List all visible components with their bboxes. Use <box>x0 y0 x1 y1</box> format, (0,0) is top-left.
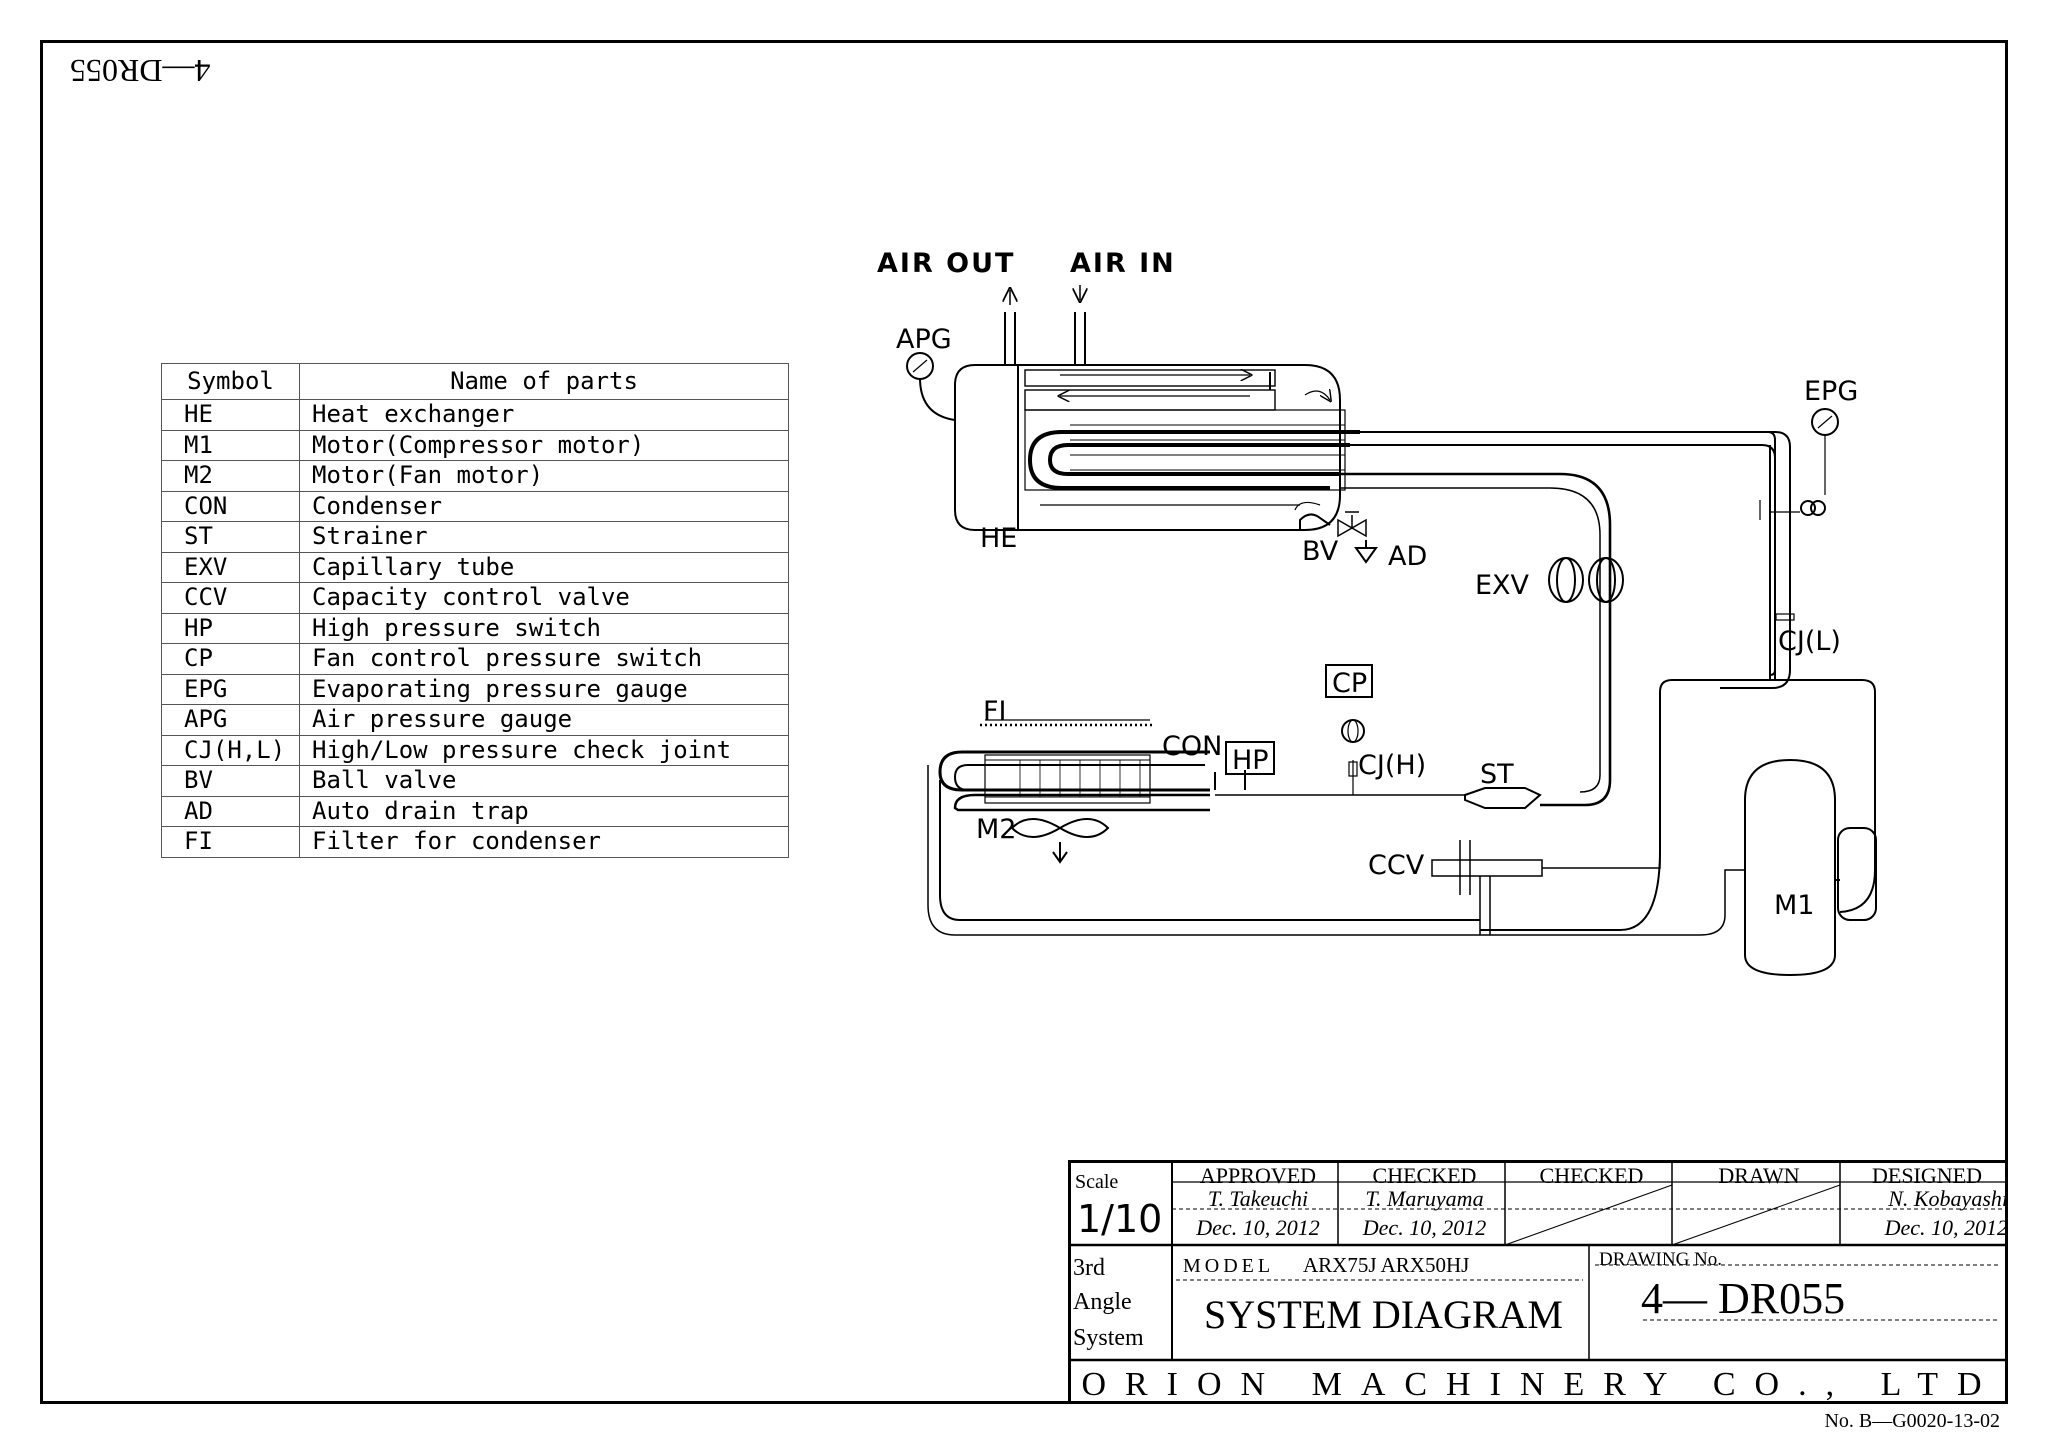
label-apg: APG <box>896 324 952 355</box>
checked1-date: Dec. 10, 2012 <box>1362 1215 1487 1240</box>
cp-switch-icon <box>1341 719 1365 743</box>
part-name: Capacity control valve <box>299 582 789 614</box>
parts-table-header: Symbol Name of parts <box>161 363 789 400</box>
label-air-out: AIR OUT <box>877 248 1015 279</box>
label-m1: M1 <box>1774 890 1814 921</box>
part-name: Fan control pressure switch <box>299 643 789 675</box>
document-number: No. B—G0020-13-02 <box>1824 1410 2000 1432</box>
part-symbol: M1 <box>161 429 300 461</box>
fan-m2-icon <box>1010 818 1110 864</box>
label-cj-l: CJ(L) <box>1778 626 1841 657</box>
drawing-no-label: DRAWING No. <box>1599 1249 1723 1270</box>
part-symbol: CCV <box>161 582 300 614</box>
drawn-label: DRAWN <box>1718 1163 1800 1188</box>
air-pipes <box>919 285 1085 421</box>
label-con: CON <box>1162 731 1222 762</box>
strainer <box>1464 787 1542 809</box>
label-fi: FI <box>983 696 1007 727</box>
header-symbol: Symbol <box>161 363 300 400</box>
scale-value: 1/10 <box>1077 1197 1163 1241</box>
company-name: ORION MACHINERY CO., LTD <box>1081 1366 2001 1403</box>
drawing-frame <box>40 40 2008 1404</box>
projection-line2: Angle <box>1073 1289 1132 1315</box>
part-name: Heat exchanger <box>299 399 789 431</box>
part-symbol: BV <box>161 765 300 797</box>
parts-table-row: CJ(H,L)High/Low pressure check joint <box>161 734 789 766</box>
apg-gauge-icon <box>906 352 934 380</box>
designed-label: DESIGNED <box>1872 1163 1982 1188</box>
label-hp: HP <box>1232 745 1269 776</box>
ball-valve-and-drain <box>1299 511 1378 564</box>
label-he: HE <box>980 523 1017 554</box>
part-name: Filter for condenser <box>299 826 789 858</box>
designed-date: Dec. 10, 2012 <box>1884 1215 2008 1240</box>
model-label: MODEL <box>1183 1255 1275 1277</box>
label-exv: EXV <box>1475 570 1530 601</box>
label-ccv: CCV <box>1368 850 1425 881</box>
part-symbol: AD <box>161 795 300 827</box>
checked1-name: T. Maruyama <box>1365 1186 1484 1211</box>
model-value: ARX75J ARX50HJ <box>1303 1253 1470 1277</box>
scale-label: Scale <box>1075 1171 1119 1193</box>
part-name: Evaporating pressure gauge <box>299 673 789 705</box>
projection-line1: 3rd <box>1073 1255 1105 1281</box>
designed-name: N. Kobayashi <box>1888 1186 2008 1211</box>
condenser <box>938 719 1210 812</box>
checked1-label: CHECKED <box>1372 1163 1477 1188</box>
label-st: ST <box>1480 759 1514 790</box>
label-ad: AD <box>1388 541 1427 572</box>
checked2-label: CHECKED <box>1539 1163 1644 1188</box>
title-block-grid <box>1068 1160 2008 1362</box>
part-name: Ball valve <box>299 765 789 797</box>
header-name: Name of parts <box>299 363 789 400</box>
drawing-number: 4— DR055 <box>1641 1274 1846 1323</box>
part-symbol: ST <box>161 521 300 553</box>
approved-date: Dec. 10, 2012 <box>1196 1215 1320 1240</box>
label-cj-h: CJ(H) <box>1358 750 1426 781</box>
projection-line3: System <box>1073 1325 1144 1351</box>
title-block: Scale 1/10 APPROVED T. Takeuchi Dec. 10,… <box>1068 1160 2008 1404</box>
part-symbol: EXV <box>161 551 300 583</box>
label-air-in: AIR IN <box>1070 248 1176 279</box>
exv-capillary-icon <box>1548 557 1624 603</box>
approved-label: APPROVED <box>1199 1163 1317 1188</box>
part-symbol: HE <box>161 399 300 431</box>
approved-name: T. Takeuchi <box>1207 1186 1309 1211</box>
part-symbol: CON <box>161 490 300 522</box>
part-name: Motor(Fan motor) <box>299 460 789 492</box>
label-m2: M2 <box>976 814 1016 845</box>
part-symbol: FI <box>161 826 300 858</box>
label-cp: CP <box>1332 668 1367 699</box>
label-bv: BV <box>1302 536 1339 567</box>
part-symbol: M2 <box>161 460 300 492</box>
drawing-title: SYSTEM DIAGRAM <box>1204 1292 1563 1337</box>
compressor-m1 <box>1744 758 1877 977</box>
part-symbol: APG <box>161 704 300 736</box>
label-epg: EPG <box>1804 376 1858 407</box>
ccv-valve <box>1431 840 1661 935</box>
heat-exchanger <box>954 364 1360 531</box>
